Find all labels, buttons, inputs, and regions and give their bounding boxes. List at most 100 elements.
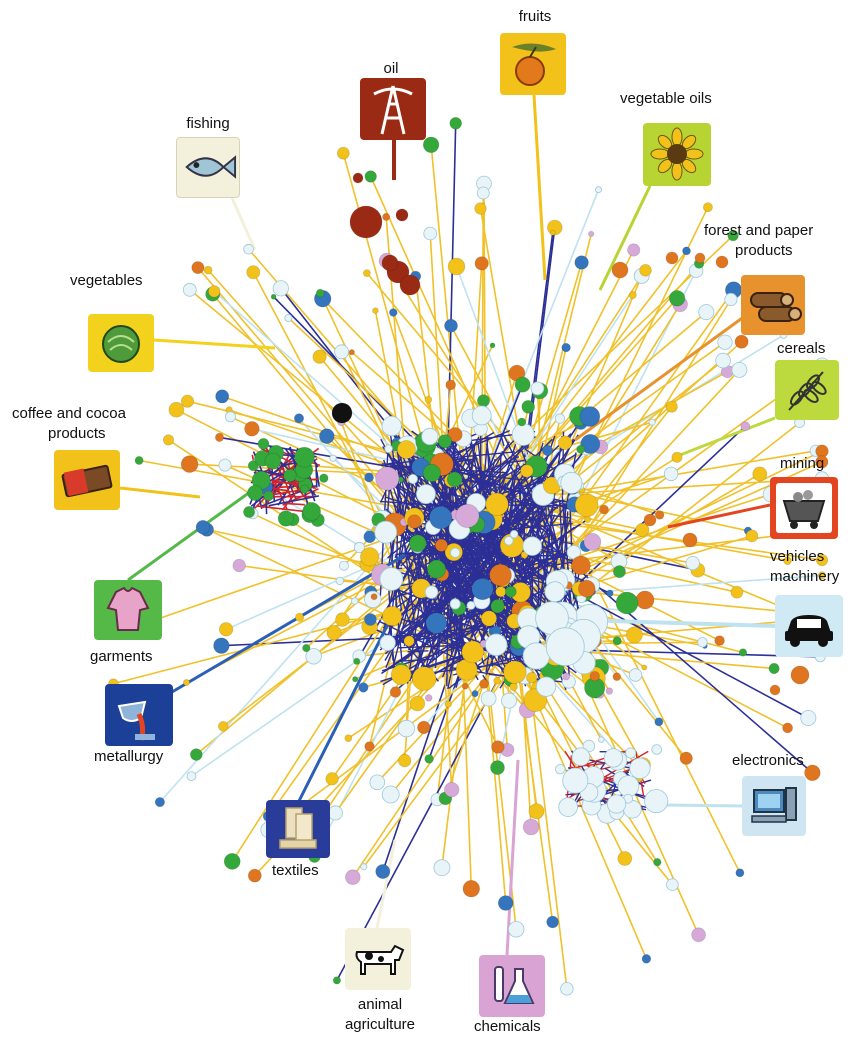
network-node <box>635 590 655 610</box>
network-node <box>424 694 433 702</box>
network-node <box>422 136 440 154</box>
network-node <box>541 444 554 457</box>
network-edge <box>450 325 531 473</box>
network-edge <box>504 481 550 662</box>
network-node <box>528 803 545 820</box>
network-node <box>277 510 294 527</box>
network-node <box>598 736 605 743</box>
network-node <box>682 532 698 548</box>
network-node <box>360 547 380 567</box>
network-node <box>168 401 185 418</box>
network-node <box>195 520 211 535</box>
network-node <box>612 565 626 579</box>
callout-textiles <box>296 619 392 804</box>
network-node <box>561 342 571 353</box>
network-node <box>617 775 640 797</box>
network-node <box>653 858 662 867</box>
network-node <box>682 246 691 256</box>
network-node <box>447 427 463 443</box>
network-node <box>504 585 517 598</box>
network-node <box>335 576 344 586</box>
label-coffee-line2: products <box>48 425 106 442</box>
network-node <box>489 563 512 587</box>
network-node <box>408 534 427 553</box>
label-cereals: cereals <box>777 340 826 357</box>
network-node <box>461 682 469 690</box>
network-node <box>491 740 505 754</box>
callout-metallurgy <box>171 553 406 694</box>
network-node <box>434 538 448 552</box>
network-node <box>264 452 282 470</box>
network-node <box>334 344 350 360</box>
network-node <box>577 579 596 598</box>
network-node <box>363 613 377 626</box>
network-node <box>580 433 601 454</box>
network-node <box>480 690 497 707</box>
network-node <box>215 389 230 404</box>
network-node <box>583 533 602 551</box>
network-node <box>424 585 439 599</box>
network-node <box>372 307 379 314</box>
network-edge <box>521 574 823 599</box>
network-node <box>471 405 492 426</box>
network-node <box>627 243 641 257</box>
network-node <box>526 672 538 684</box>
network-node <box>398 753 412 768</box>
network-node <box>522 536 542 556</box>
network-node <box>325 772 339 786</box>
network-node <box>381 254 399 272</box>
network-node <box>641 953 652 964</box>
network-node <box>476 186 490 200</box>
network-node <box>257 437 270 450</box>
network-node <box>375 466 400 491</box>
network-node <box>466 601 476 610</box>
network-node <box>447 257 466 276</box>
network-node <box>476 394 490 408</box>
network-node <box>479 679 489 689</box>
network-node <box>384 444 393 454</box>
network-edge <box>496 365 823 601</box>
network-node <box>504 536 514 546</box>
network-node <box>223 853 241 870</box>
network-node <box>612 636 622 646</box>
network-node <box>783 556 792 565</box>
network-node <box>243 243 254 255</box>
network-node <box>562 672 571 681</box>
network-node <box>411 666 437 691</box>
network-node <box>218 622 234 637</box>
network-node <box>353 657 361 665</box>
network-node <box>629 757 651 779</box>
network-node <box>336 146 350 160</box>
network-edge <box>503 459 525 464</box>
network-node <box>349 205 383 239</box>
network-node <box>611 261 629 279</box>
network-node <box>717 334 733 350</box>
network-node <box>606 794 627 814</box>
network-node <box>213 637 230 654</box>
mining-icon <box>770 477 838 539</box>
network-node <box>444 782 460 798</box>
animal-agriculture-icon <box>345 928 411 990</box>
network-node <box>283 468 297 483</box>
network-node <box>302 501 322 521</box>
label-textiles: textiles <box>272 862 319 879</box>
network-node <box>299 484 310 495</box>
network-node <box>462 880 481 898</box>
network-node <box>293 413 305 424</box>
network-node <box>450 547 461 558</box>
network-node <box>651 744 662 755</box>
label-animal-line2: agriculture <box>344 1016 416 1033</box>
network-node <box>217 720 229 732</box>
network-edge <box>493 453 577 506</box>
network-edge <box>420 658 539 675</box>
network-node <box>679 751 693 765</box>
network-node <box>782 722 793 734</box>
network-node <box>752 466 768 482</box>
network-node <box>625 747 637 759</box>
network-edge <box>286 502 305 506</box>
network-edge <box>445 613 466 638</box>
network-node <box>522 642 550 670</box>
network-node <box>375 864 391 880</box>
network-node <box>490 599 505 614</box>
network-node <box>363 530 377 544</box>
